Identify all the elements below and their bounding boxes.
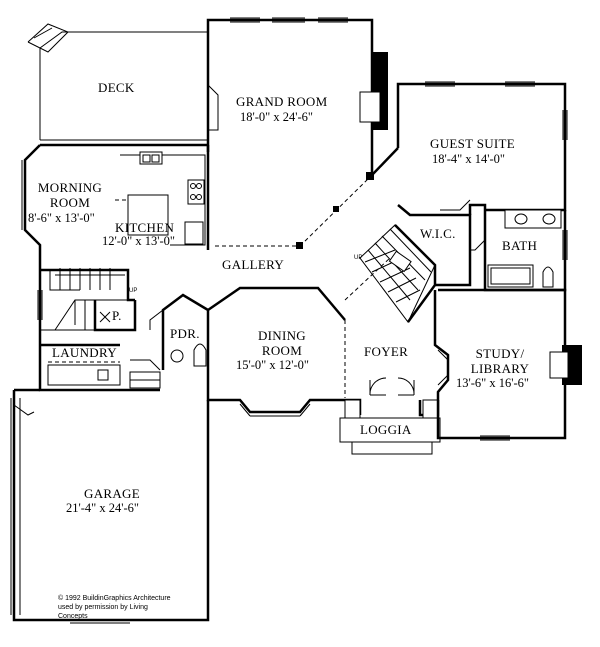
garage-walls [10,388,210,624]
kitchen-dims: 12'-0" x 13'-0" [102,234,176,248]
morning-room-label: MORNING ROOM [37,180,103,210]
pantry-label: P. [112,308,122,323]
dining-room-dims: 15'-0" x 12'-0" [236,358,310,372]
garage-label: GARAGE [84,486,140,501]
guest-suite-dims: 18'-4" x 14'-0" [432,152,506,166]
powder-room-walls [149,293,210,395]
loggia-label: LOGGIA [360,422,412,437]
main-staircase [359,224,437,323]
laundry-stair-up-marker: UP [129,288,138,294]
powder-room-label: PDR. [170,326,200,341]
grand-room-dims: 18'-0" x 24'-6" [240,110,314,124]
laundry-stair [37,268,161,392]
kitchen-label: KITCHEN [115,220,175,235]
deck-outline [27,23,208,141]
garage-dims: 21'-4" x 24'-6" [66,501,140,515]
guest-suite-label: GUEST SUITE [430,136,516,151]
study-library-dims: 13'-6" x 16'-6" [456,376,530,390]
study-library-walls [436,288,582,441]
laundry-label: LAUNDRY [52,345,117,360]
gallery-walls [215,147,399,249]
deck-label: DECK [98,80,135,95]
study-library-label: STUDY/ LIBRARY [470,346,530,376]
wic-label: W.I.C. [420,226,456,241]
stair-up-marker: UP [354,255,363,261]
dining-room-label: DINING ROOM [257,328,306,358]
bath-label: BATH [502,238,538,253]
foyer-label: FOYER [364,344,409,359]
morning-room-dims: 8'-6" x 13'-0" [28,211,95,225]
copyright-notice: © 1992 BuildinGraphics Architecture used… [58,595,171,620]
grand-room-fireplace [359,52,388,130]
wic-bath-walls [397,203,568,292]
gallery-label: GALLERY [222,257,285,272]
kitchen-walls [21,143,210,270]
grand-room-label: GRAND ROOM [236,94,328,109]
